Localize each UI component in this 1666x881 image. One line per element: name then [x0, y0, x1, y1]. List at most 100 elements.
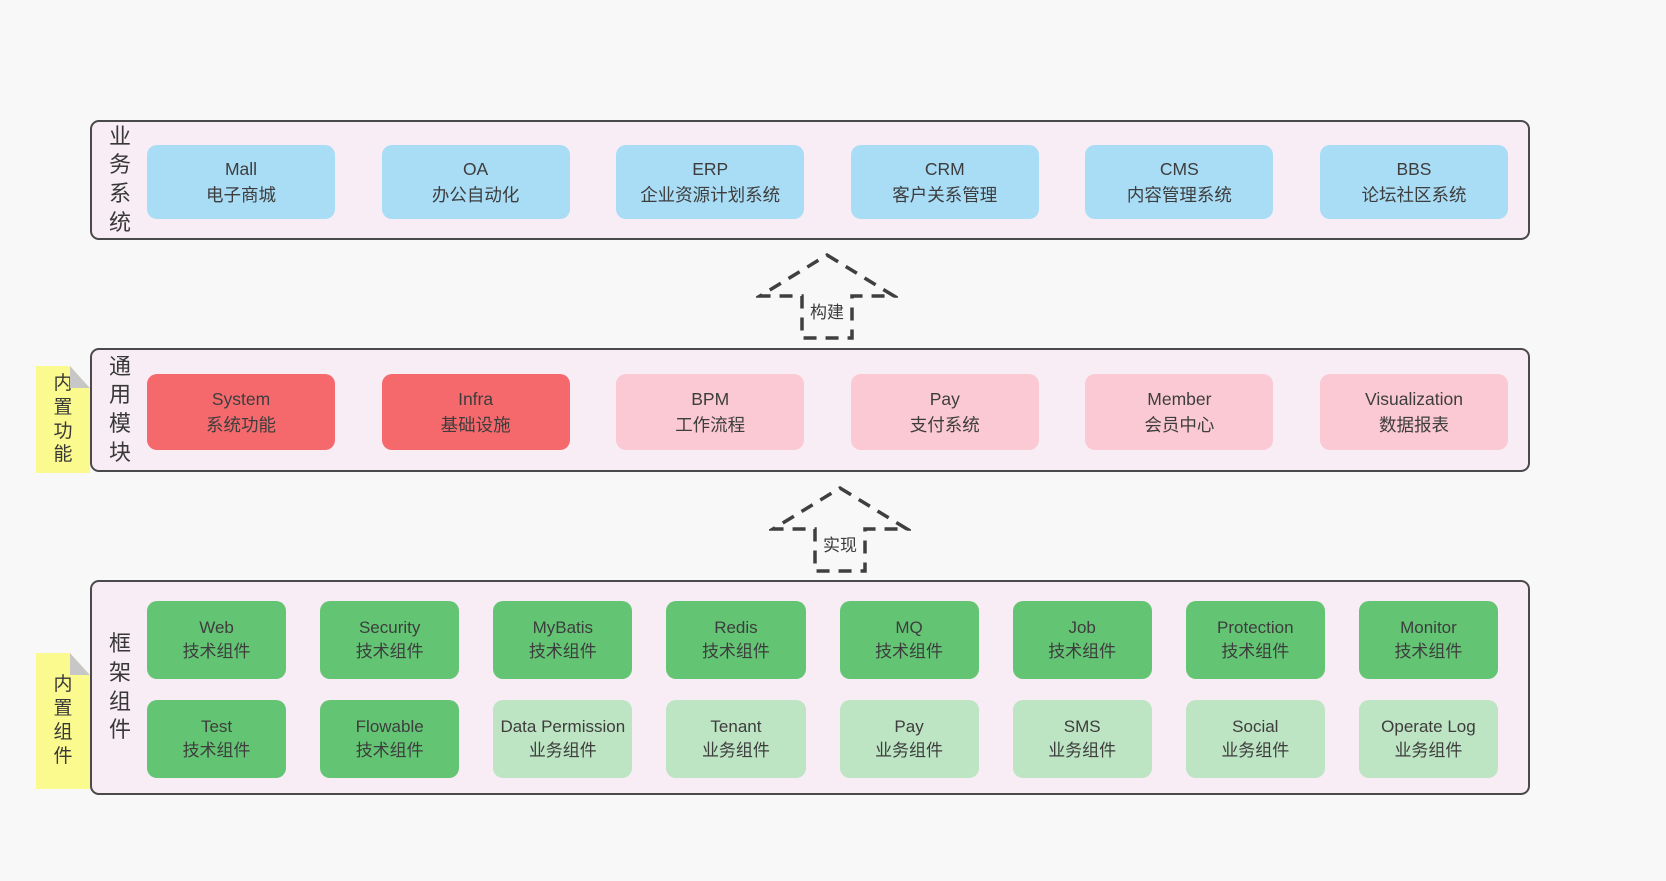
box-social: Social 业务组件	[1185, 700, 1325, 778]
tab-built-in-components: 内置组件	[36, 653, 90, 789]
box-crm: CRM 客户关系管理	[850, 145, 1039, 219]
box-subtitle: 技术组件	[1048, 642, 1117, 661]
folded-corner-icon	[70, 366, 90, 388]
box-subtitle: 支付系统	[909, 415, 980, 435]
tab-built-in-features: 内置功能	[36, 366, 90, 473]
box-title: Job	[1068, 617, 1096, 637]
box-subtitle: 办公自动化	[431, 185, 520, 205]
box-subtitle: 技术组件	[182, 642, 251, 661]
box-mall: Mall 电子商城	[147, 145, 335, 219]
box-title: Protection	[1217, 617, 1294, 637]
box-title: Redis	[714, 617, 758, 637]
box-title: SMS	[1063, 716, 1101, 736]
connector-build-label: 构建	[810, 303, 844, 322]
box-test: Test 技术组件	[147, 700, 287, 778]
box-title: Monitor	[1400, 617, 1457, 637]
box-bpm: BPM 工作流程	[616, 374, 805, 450]
box-security: Security 技术组件	[320, 601, 460, 679]
folded-corner-icon	[70, 653, 90, 675]
box-subtitle: 业务组件	[701, 741, 770, 760]
box-subtitle: 企业资源计划系统	[640, 185, 781, 205]
tab-built-in-features-label: 内置功能	[53, 372, 73, 466]
box-cms: CMS 内容管理系统	[1085, 145, 1274, 219]
box-subtitle: 技术组件	[1221, 642, 1290, 661]
box-subtitle: 业务组件	[1221, 741, 1290, 760]
box-subtitle: 技术组件	[528, 642, 597, 661]
tab-built-in-components-label: 内置组件	[53, 674, 73, 767]
box-subtitle: 业务组件	[1048, 741, 1117, 760]
dashed-up-arrow-icon	[769, 485, 911, 573]
box-subtitle: 业务组件	[875, 741, 944, 760]
connector-implement-arrow: 实现	[769, 485, 911, 575]
box-infra: Infra 基础设施	[381, 374, 570, 450]
box-title: Security	[358, 617, 421, 637]
box-subtitle: 工作流程	[675, 415, 746, 435]
box-subtitle: 业务组件	[528, 741, 597, 760]
box-subtitle: 客户关系管理	[892, 185, 998, 205]
box-subtitle: 数据报表	[1378, 415, 1449, 435]
box-title: CRM	[924, 158, 965, 179]
business-boxes: Mall 电子商城 OA 办公自动化 ERP 企业资源计划系统 CRM 客户关系管理 CMS 内容…	[147, 145, 1508, 219]
box-visualization: Visualization 数据报表	[1319, 374, 1508, 450]
box-mybatis: MyBatis 技术组件	[493, 601, 633, 679]
box-subtitle: 电子商城	[206, 185, 276, 205]
box-sms: SMS 业务组件	[1012, 700, 1152, 778]
dashed-up-arrow-icon	[756, 252, 898, 340]
box-subtitle: 基础设施	[440, 415, 511, 435]
box-mq: MQ 技术组件	[839, 601, 979, 679]
box-subtitle: 论坛社区系统	[1361, 185, 1467, 205]
section-business-systems: 业务系统 Mall 电子商城 OA 办公自动化 ERP 企业资源计划系统 CRM 客户关系管理…	[90, 120, 1530, 240]
section-modules-label: 通用模块	[108, 353, 131, 465]
section-components-label: 框架组件	[108, 631, 131, 743]
box-title: Test	[200, 716, 233, 736]
box-title: Operate Log	[1381, 716, 1476, 736]
box-title: MyBatis	[532, 617, 594, 637]
box-pay: Pay 业务组件	[839, 700, 979, 778]
box-subtitle: 业务组件	[1394, 741, 1463, 760]
box-pay: Pay 支付系统	[850, 374, 1039, 450]
box-erp: ERP 企业资源计划系统	[616, 145, 805, 219]
box-monitor: Monitor 技术组件	[1358, 601, 1498, 679]
box-title: Visualization	[1365, 388, 1463, 409]
box-title: Social	[1232, 716, 1279, 736]
box-subtitle: 技术组件	[355, 642, 424, 661]
box-title: Flowable	[355, 716, 424, 736]
box-subtitle: 系统功能	[206, 415, 276, 435]
box-subtitle: 技术组件	[182, 741, 251, 760]
box-title: Data Permission	[500, 716, 626, 736]
box-title: Infra	[458, 388, 494, 409]
box-title: BBS	[1396, 158, 1432, 179]
box-flowable: Flowable 技术组件	[320, 700, 460, 778]
box-title: CMS	[1159, 158, 1199, 179]
box-data-permission: Data Permission 业务组件	[493, 700, 633, 778]
box-title: BPM	[691, 388, 730, 409]
box-title: Pay	[929, 388, 960, 409]
section-label-wrap: 业务系统	[98, 122, 142, 238]
box-job: Job 技术组件	[1012, 601, 1152, 679]
box-title: System	[211, 388, 271, 409]
section-framework-components: 框架组件 Web 技术组件 Security 技术组件 MyBatis 技术组件 Redis…	[90, 580, 1530, 795]
box-subtitle: 技术组件	[875, 642, 944, 661]
box-protection: Protection 技术组件	[1185, 601, 1325, 679]
box-web: Web 技术组件	[147, 601, 287, 679]
box-subtitle: 内容管理系统	[1126, 185, 1232, 205]
box-subtitle: 技术组件	[355, 741, 424, 760]
box-title: Mall	[224, 158, 258, 179]
section-common-modules: 通用模块 System 系统功能 Infra 基础设施 BPM 工作流程 Pay 支付系统 Me…	[90, 348, 1530, 472]
box-tenant: Tenant 业务组件	[666, 700, 806, 778]
box-title: Tenant	[710, 716, 762, 736]
connector-implement-label: 实现	[823, 536, 857, 555]
box-title: Pay	[894, 716, 924, 736]
box-subtitle: 技术组件	[1394, 642, 1463, 661]
section-label-wrap: 通用模块	[98, 350, 142, 470]
box-title: Web	[199, 617, 234, 637]
box-title: ERP	[692, 158, 729, 179]
section-label-wrap: 框架组件	[98, 582, 142, 793]
box-title: MQ	[895, 617, 923, 637]
box-oa: OA 办公自动化	[381, 145, 570, 219]
box-title: OA	[462, 158, 489, 179]
